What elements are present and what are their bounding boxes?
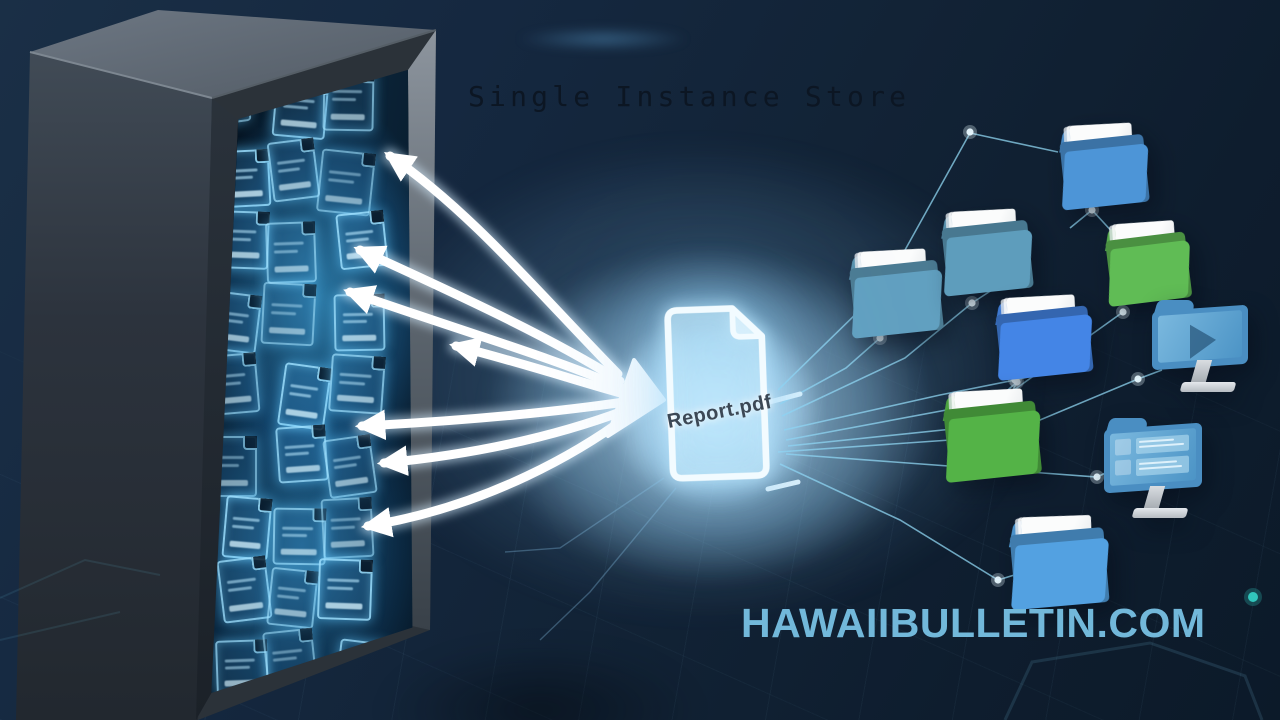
duplicate-file-icon (216, 555, 273, 624)
monitor-video-icon (1152, 300, 1248, 393)
ui-thumbnail (1115, 439, 1131, 456)
duplicate-file-icon (219, 148, 272, 209)
duplicate-file-icon (216, 210, 270, 270)
ui-thumbnail (1115, 459, 1131, 477)
duplicate-file-icon (272, 507, 327, 566)
duplicate-file-icon (275, 424, 329, 484)
watermark-text: HAWAIIBULLETIN.COM (741, 600, 1206, 646)
monitor-screen (1109, 428, 1197, 486)
cabinet-floor-shadow (330, 620, 750, 720)
folder-icon (942, 387, 1043, 484)
cabinet-frame-column (408, 30, 436, 630)
duplicate-file-icon (211, 351, 261, 417)
corner-circuit-lines (0, 558, 161, 641)
duplicate-file-icon (333, 293, 386, 352)
duplicate-file-icon (260, 281, 317, 347)
monitor-base (1179, 382, 1237, 393)
hexagon-outline (1003, 641, 1264, 720)
duplicate-file-icon (322, 433, 378, 500)
duplicate-file-icon (211, 290, 263, 355)
monitor-screen (1157, 309, 1243, 363)
duplicate-file-icon (211, 69, 252, 127)
monitor-base (1131, 507, 1189, 518)
folder-icon (994, 293, 1094, 382)
folder-icon (1058, 122, 1150, 211)
duplicate-file-icon (266, 566, 319, 630)
duplicate-file-icon (276, 362, 333, 431)
page-title: Single Instance Store (468, 80, 911, 113)
duplicate-file-icon (264, 221, 318, 284)
document-fold-corner (729, 305, 765, 340)
duplicate-file-icon (322, 69, 375, 132)
duplicate-file-icon (211, 436, 257, 497)
duplicate-file-icon (315, 148, 377, 217)
duplicate-file-icon (221, 495, 273, 561)
cabinet-front-face (16, 52, 212, 720)
folder-icon (940, 208, 1034, 297)
duplicate-file-icon (215, 639, 269, 694)
duplicate-file-icon (271, 76, 330, 141)
duplicate-files-panel (211, 69, 413, 694)
duplicate-file-icon (316, 558, 374, 621)
top-glow-streak (488, 24, 718, 54)
folder-icon (848, 248, 945, 339)
folder-icon (1008, 514, 1110, 611)
monitor-document-icon (1104, 418, 1202, 518)
duplicate-file-icon (266, 137, 321, 203)
duplicate-file-icon (335, 209, 389, 271)
play-icon (1189, 322, 1216, 359)
folder-icon (1104, 219, 1193, 308)
duplicate-file-icon (320, 496, 375, 560)
monitor-bezel (1104, 422, 1202, 495)
duplicate-file-icon (328, 353, 386, 415)
duplicate-file-icon (262, 627, 318, 692)
cabinet-edge-highlight (29, 51, 213, 99)
accent-dot (1248, 592, 1258, 602)
single-document-icon: Report.pdf (652, 294, 783, 492)
